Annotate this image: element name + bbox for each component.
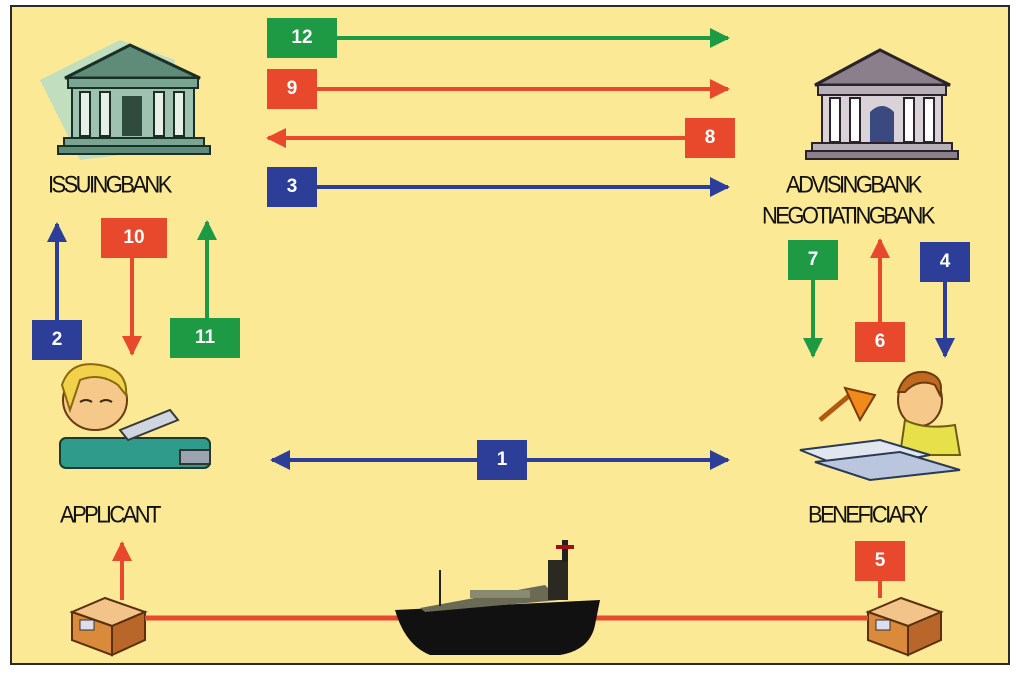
step-badge-11: 11 (170, 318, 240, 358)
beneficiary-label: BENEFICIARY (808, 500, 928, 529)
beneficiary-person-icon (799, 370, 962, 482)
cargo-ship-icon (395, 540, 600, 655)
step-badge-8: 8 (685, 118, 735, 158)
issuing-bank-icon (40, 40, 211, 160)
step-badge-4: 4 (920, 242, 970, 282)
applicant-label: APPLICANT (60, 500, 161, 529)
applicant-cargo-box-icon (69, 596, 148, 657)
applicant-person-icon (59, 363, 211, 469)
step-badge-2: 2 (32, 320, 82, 360)
step-badge-3: 3 (267, 167, 317, 207)
step-badge-6: 6 (855, 322, 905, 362)
advising-bank-icon (805, 48, 959, 160)
advising-bank-label: ADVISINGBANK (786, 170, 922, 199)
negotiating-bank-label: NEGOTIATINGBANK (762, 201, 935, 230)
step-badge-1: 1 (477, 440, 527, 480)
step-badge-9: 9 (267, 69, 317, 109)
step-badge-5: 5 (855, 541, 905, 581)
beneficiary-cargo-box-icon (865, 596, 944, 657)
step-badge-7: 7 (788, 240, 838, 280)
issuing-bank-label: ISSUINGBANK (48, 170, 172, 199)
step-badge-10: 10 (101, 218, 167, 258)
step-badge-12: 12 (267, 18, 337, 58)
